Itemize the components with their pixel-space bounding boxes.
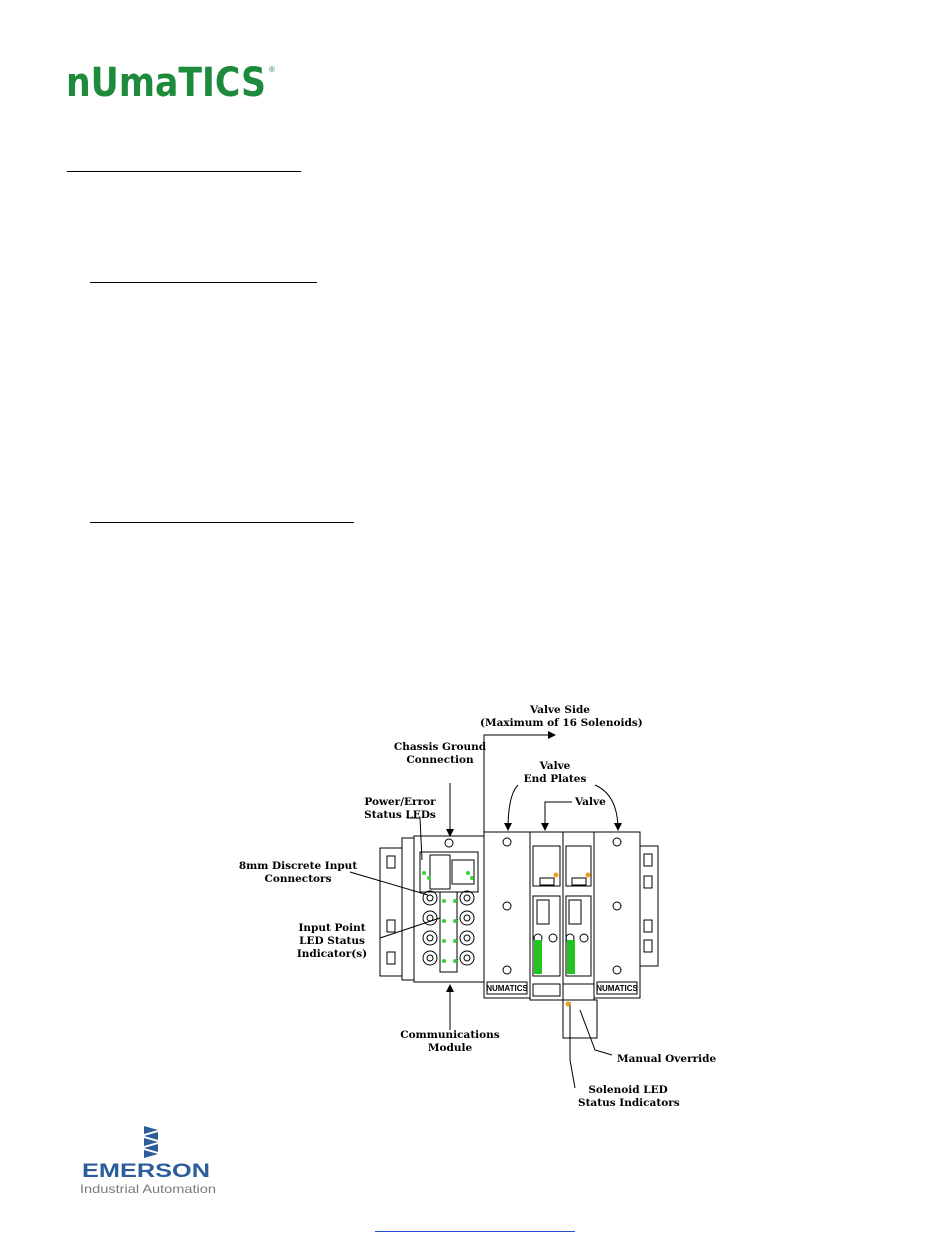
manifold-diagram: NUMATICS NUMATICS	[230, 690, 710, 1120]
label-input-point: Input Point LED Status Indicator(s)	[296, 922, 368, 960]
valve-end-plate-left	[483, 831, 531, 999]
label-valve-side: Valve Side (Maximum of 16 Solenoids)	[480, 704, 643, 729]
label-valve: Valve	[575, 796, 606, 808]
manifold-illustration: NUMATICS NUMATICS	[349, 731, 659, 1089]
valve-2	[562, 831, 595, 1001]
left-mount-bracket	[379, 847, 403, 977]
discrete-input-connectors	[422, 890, 475, 966]
heading-rule-3	[90, 522, 354, 523]
logo-wordmark: nUmaTICS	[66, 63, 266, 103]
heading-rule-2	[90, 282, 317, 283]
label-valve-end-plates: Valve End Plates	[523, 760, 587, 785]
valve-1	[529, 831, 564, 1001]
emerson-name: EMERSON	[82, 1161, 210, 1182]
right-mount-bracket	[639, 845, 659, 967]
end-plate-text-right: NUMATICS	[596, 984, 638, 993]
footer-link-rule[interactable]	[375, 1231, 575, 1232]
label-power-error: Power/Error Status LEDs	[364, 796, 436, 821]
label-communications: Communications Module	[400, 1029, 500, 1054]
label-chassis-ground: Chassis Ground Connection	[393, 741, 487, 766]
registered-mark: ®	[269, 65, 275, 74]
emerson-tagline: Industrial Automation	[80, 1182, 216, 1196]
heading-rule-1	[67, 171, 301, 172]
emerson-mark-icon	[144, 1126, 158, 1158]
numatics-logo: nUmaTICS ®	[66, 60, 276, 106]
label-solenoid-led: Solenoid LED Status Indicators	[578, 1084, 680, 1109]
end-plate-text-left: NUMATICS	[486, 984, 528, 993]
emerson-logo: EMERSON Industrial Automation	[78, 1124, 228, 1198]
valve-end-plate-right	[593, 831, 641, 999]
label-discrete-input: 8mm Discrete Input Connectors	[238, 860, 358, 885]
label-manual-override: Manual Override	[617, 1053, 717, 1065]
